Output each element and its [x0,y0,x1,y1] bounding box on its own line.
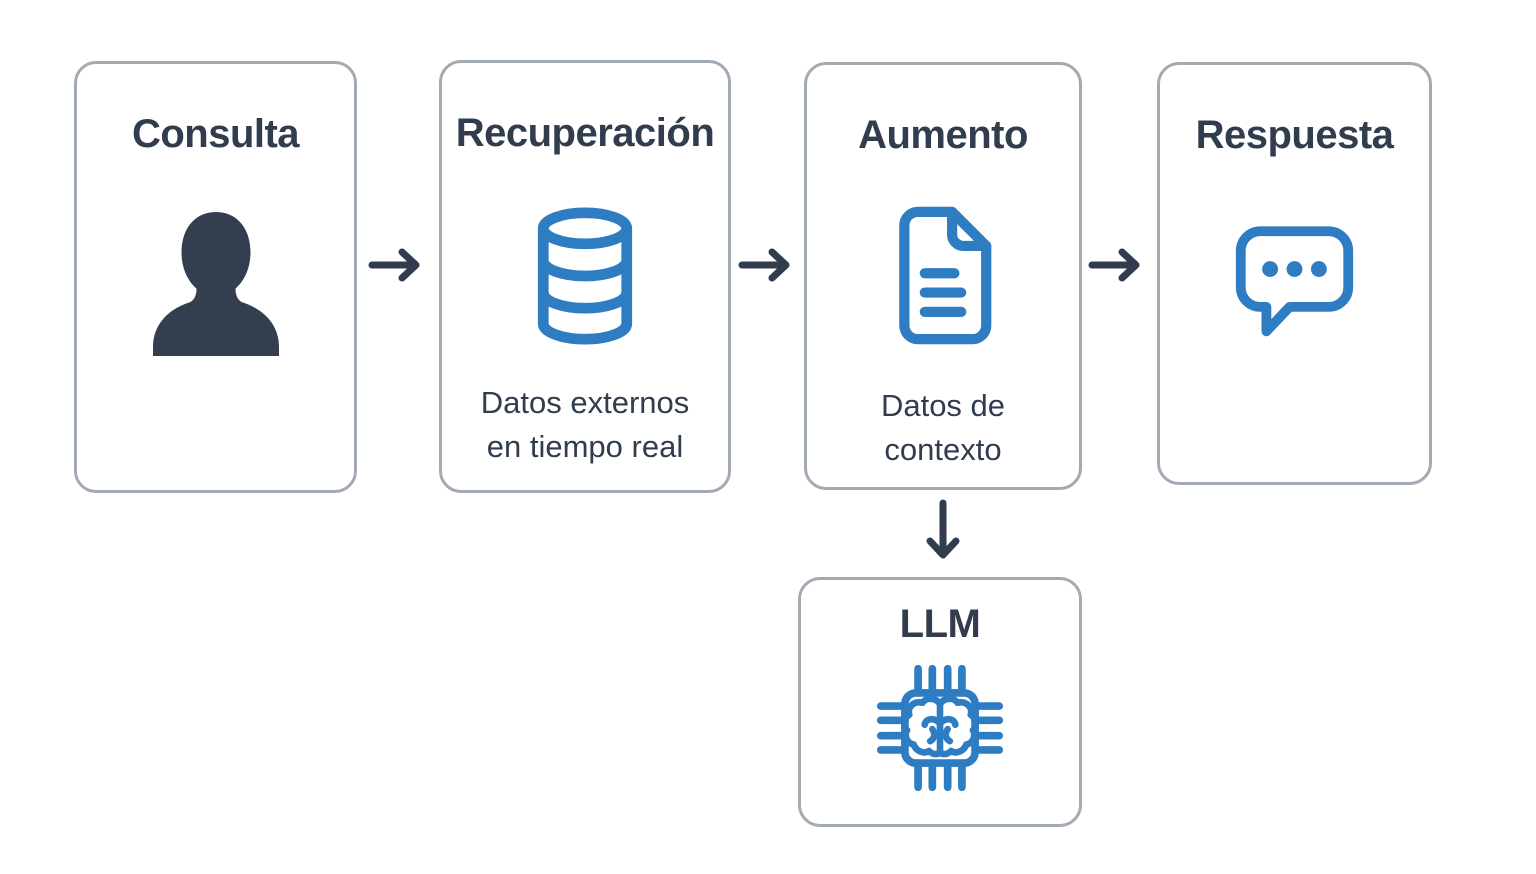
node-subtitle-aumento: Datos de contexto [881,384,1005,472]
arrow-down-icon [919,499,967,574]
flow-node-aumento: Aumento Datos de contexto [804,62,1082,490]
node-subtitle-recuperacion: Datos externos en tiempo real [481,381,690,469]
flow-node-recuperacion: Recuperación Datos externos en tiempo re… [439,60,731,493]
subtitle-line: Datos de [880,388,1006,423]
chip-brain-icon [872,660,1008,796]
node-title-llm: LLM [899,602,981,646]
node-title-consulta: Consulta [131,112,300,156]
flow-node-respuesta: Respuesta [1157,62,1432,485]
subtitle-line: en tiempo real [486,429,684,465]
database-icon [523,203,647,349]
arrow-right-icon [368,241,428,294]
node-title-aumento: Aumento [858,113,1028,157]
flow-node-llm: LLM [798,577,1082,827]
node-title-recuperacion: Recuperación [455,111,715,155]
arrow-right-icon [1088,241,1148,294]
node-title-respuesta: Respuesta [1195,113,1394,157]
user-icon [141,206,291,362]
chat-bubble-icon [1226,219,1363,346]
arrow-right-icon [738,241,798,294]
document-icon [886,205,1000,346]
subtitle-line: contexto [884,432,1002,468]
flow-node-consulta: Consulta [74,61,357,493]
subtitle-line: Datos externos [480,385,690,420]
